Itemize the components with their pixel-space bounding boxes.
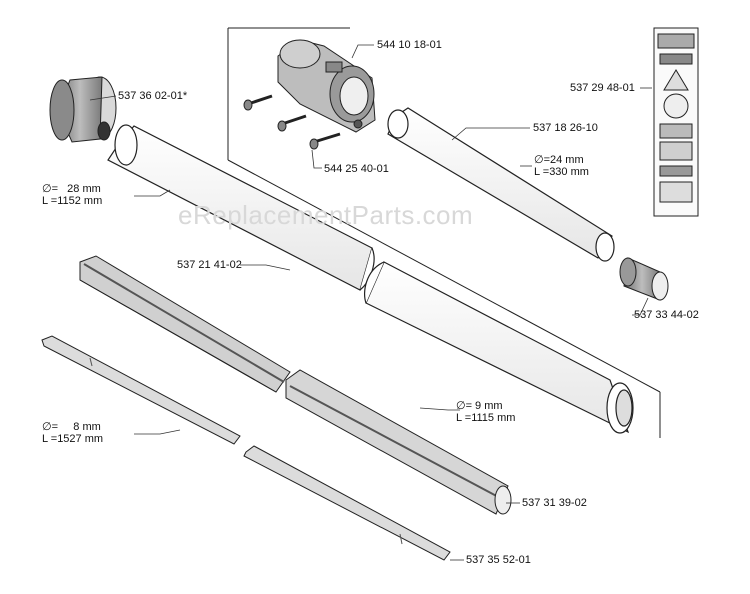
dim-length-short-tube: L =330 mm bbox=[534, 166, 589, 178]
dim-diameter-shield: ∅= 9 mm bbox=[456, 400, 503, 412]
dim-diameter-tube: ∅= 28 mm bbox=[42, 183, 101, 195]
part-label-537-18-26-10: 537 18 26-10 bbox=[533, 122, 598, 134]
main-tube-lower bbox=[363, 261, 634, 434]
leader-lines bbox=[89, 44, 652, 561]
dim-length-shield: L =1115 mm bbox=[456, 412, 516, 424]
short-tube-part bbox=[387, 107, 615, 262]
warning-label-part bbox=[653, 27, 699, 217]
dim-length-shaft: L =1527 mm bbox=[42, 433, 104, 445]
watermark-text: eReplacementParts.com bbox=[178, 200, 474, 230]
part-label-537-29-48-01: 537 29 48-01 bbox=[570, 82, 635, 94]
part-label-537-21-41-02: 537 21 41-02 bbox=[177, 259, 242, 271]
main-tube-upper bbox=[107, 124, 375, 291]
part-label-537-36-02-01: 537 36 02-01* bbox=[118, 90, 188, 102]
shield-lower-part bbox=[285, 369, 512, 515]
part-label-537-33-44-02: 537 33 44-02 bbox=[634, 309, 699, 321]
screws-part bbox=[243, 94, 341, 150]
small-cap-part bbox=[619, 257, 669, 301]
drive-shaft-upper bbox=[41, 335, 241, 445]
clamp-housing-part bbox=[277, 39, 376, 133]
part-label-537-31-39-02: 537 31 39-02 bbox=[522, 497, 587, 509]
dim-diameter-short-tube: ∅=24 mm bbox=[534, 154, 584, 166]
part-label-544-10-18-01: 544 10 18-01 bbox=[377, 39, 442, 51]
part-label-544-25-40-01: 544 25 40-01 bbox=[324, 163, 389, 175]
dim-length-tube: L =1152 mm bbox=[42, 195, 103, 207]
assembly-frame bbox=[227, 27, 661, 438]
dim-diameter-shaft: ∅= 8 mm bbox=[42, 421, 101, 433]
drive-shaft-lower bbox=[243, 445, 451, 561]
end-cap-part bbox=[49, 76, 117, 143]
part-label-537-35-52-01: 537 35 52-01 bbox=[466, 554, 531, 566]
shield-upper-part bbox=[79, 255, 291, 393]
